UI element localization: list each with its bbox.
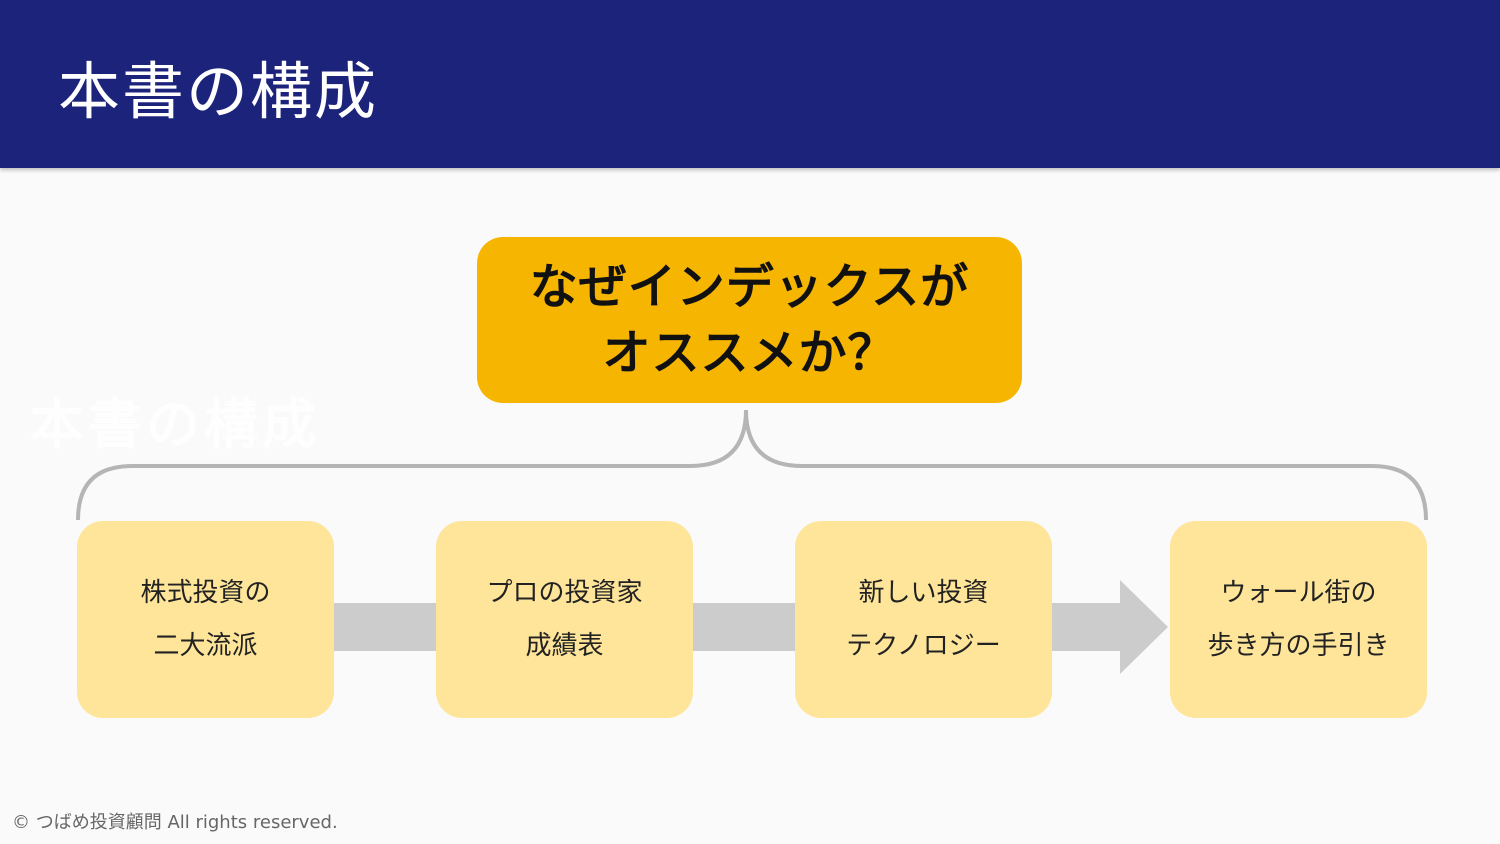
section-line2: 成績表	[525, 630, 604, 661]
section-line1: 株式投資の	[140, 577, 271, 608]
copyright-footer: © つばめ投資顧問 All rights reserved.	[12, 812, 338, 833]
section-box-1: 株式投資の 二大流派	[77, 521, 334, 718]
page-title: 本書の構成	[58, 55, 379, 128]
main-question-line2: オススメか？	[602, 325, 897, 381]
section-line2: 歩き方の手引き	[1207, 630, 1390, 661]
section-line1: 新しい投資	[858, 577, 989, 608]
main-question-box: なぜインデックスが オススメか？	[477, 237, 1022, 403]
watermark-title: 本書の構成	[30, 393, 320, 456]
section-box-2: プロの投資家 成績表	[436, 521, 693, 718]
section-line1: プロの投資家	[486, 577, 643, 608]
section-box-3: 新しい投資 テクノロジー	[795, 521, 1052, 718]
section-box-4: ウォール街の 歩き方の手引き	[1170, 521, 1427, 718]
section-line1: ウォール街の	[1220, 577, 1377, 608]
brace	[76, 409, 1428, 521]
section-line2: テクノロジー	[846, 630, 1001, 661]
header-bar: 本書の構成	[0, 0, 1500, 168]
section-line2: 二大流派	[153, 630, 258, 661]
main-question-line1: なぜインデックスが	[529, 259, 970, 315]
